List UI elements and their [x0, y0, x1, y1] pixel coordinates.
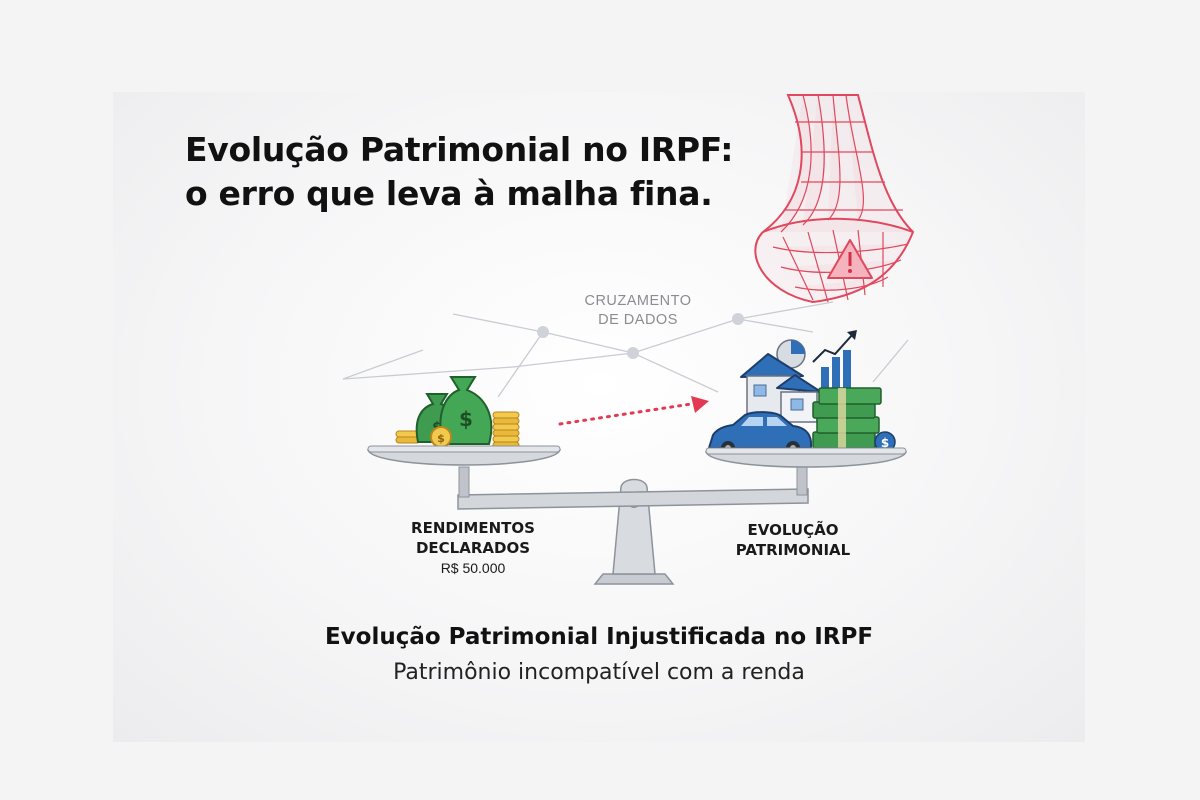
svg-text:$: $ [437, 432, 445, 445]
tagline: Patrimônio incompatível com a renda [393, 660, 805, 685]
network-label-line-2: DE DADOS [598, 312, 678, 328]
network-nodes [537, 313, 744, 359]
data-network [342, 301, 909, 398]
title-line-2: o erro que leva à malha fina. [185, 174, 713, 213]
illustration: $ $ $ [342, 94, 915, 585]
left-pan-line-1: RENDIMENTOS [411, 519, 535, 537]
right-pan-line-2: PATRIMONIAL [735, 541, 851, 559]
svg-text:$: $ [459, 407, 473, 431]
right-pan-line-1: EVOLUÇÃO [747, 521, 839, 539]
money-bag-icon: $ $ $ [415, 376, 493, 448]
right-pan-label: EVOLUÇÃO PATRIMONIAL [703, 520, 883, 560]
net-icon [754, 94, 915, 304]
network-label: CRUZAMENTO DE DADOS [553, 292, 723, 330]
warning-icon [827, 239, 873, 279]
subtitle: Evolução Patrimonial Injustificada no IR… [324, 624, 874, 650]
title-line-1: Evolução Patrimonial no IRPF: [185, 130, 734, 169]
page-title: Evolução Patrimonial no IRPF: o erro que… [185, 128, 733, 216]
balance-scale-icon [366, 445, 908, 585]
left-pan-label: RENDIMENTOS DECLARADOS R$ 50.000 [383, 518, 563, 578]
svg-text:$: $ [881, 436, 889, 450]
network-label-line-1: CRUZAMENTO [584, 293, 692, 309]
transfer-arrow [558, 396, 709, 426]
infographic-card: $ $ $ [113, 92, 1085, 742]
declared-amount: R$ 50.000 [440, 560, 506, 576]
left-pan-line-2: DECLARADOS [415, 539, 531, 557]
coin-stack-icon [395, 411, 520, 449]
growth-chart-icon [812, 330, 857, 397]
cash-stack-icon: $ [812, 387, 896, 453]
